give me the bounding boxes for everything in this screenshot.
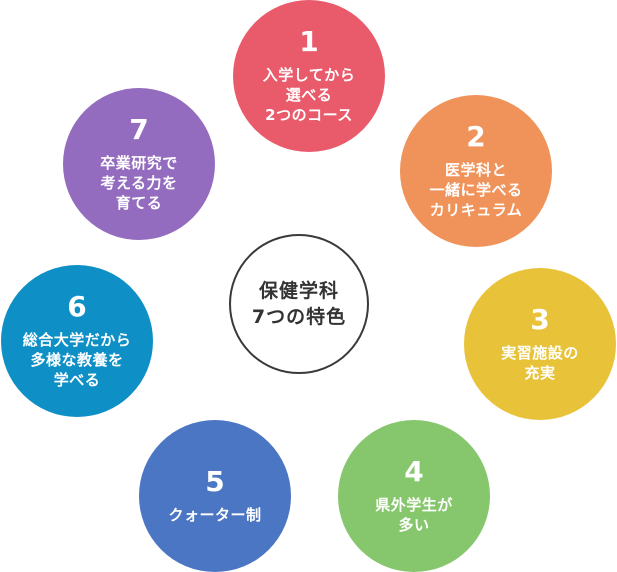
feature-circle-5: 5 クォーター制 xyxy=(139,420,291,572)
feature-text-line: 育てる xyxy=(115,194,163,212)
feature-number: 6 xyxy=(67,290,87,323)
feature-text-line: 一緒に学べる xyxy=(429,181,523,199)
feature-text-line: 医学科と xyxy=(444,161,507,179)
feature-text-line: 学べる xyxy=(53,371,101,389)
feature-text-line: 総合大学だから xyxy=(22,331,132,349)
feature-text-line: 卒業研究で xyxy=(100,154,178,172)
feature-number: 5 xyxy=(205,465,225,498)
feature-text-line: 2つのコース xyxy=(265,106,353,124)
feature-circle-7: 7 卒業研究で 考える力を 育てる xyxy=(63,88,215,240)
center-title-line-2: 7つの特色 xyxy=(251,306,347,328)
feature-text-line: 選べる xyxy=(285,86,333,104)
feature-number: 7 xyxy=(129,113,149,146)
feature-circle-3: 3 実習施設の 充実 xyxy=(464,268,616,420)
feature-circle-4: 4 県外学生が 多い xyxy=(338,420,490,572)
feature-text-line: 入学してから xyxy=(262,66,356,84)
feature-text-line: クォーター制 xyxy=(168,506,262,524)
feature-circle-2: 2 医学科と 一緒に学べる カリキュラム xyxy=(400,95,552,247)
feature-number: 2 xyxy=(466,120,486,153)
feature-circle-6: 6 総合大学だから 多様な教養を 学べる xyxy=(1,265,153,417)
feature-text-line: カリキュラム xyxy=(429,201,523,219)
center-circle: 保健学科 7つの特色 xyxy=(229,234,369,374)
feature-text-line: 考える力を xyxy=(100,174,178,192)
feature-text-line: 実習施設の xyxy=(501,344,579,362)
feature-text-line: 充実 xyxy=(524,364,556,382)
feature-text-line: 県外学生が xyxy=(375,496,453,514)
center-title-line-1: 保健学科 xyxy=(258,280,339,302)
feature-circle-1: 1 入学してから 選べる 2つのコース xyxy=(233,0,385,152)
feature-number: 1 xyxy=(299,25,319,58)
feature-number: 4 xyxy=(404,455,424,488)
feature-text-line: 多い xyxy=(398,516,430,534)
feature-text-line: 多様な教養を xyxy=(30,351,124,369)
feature-number: 3 xyxy=(530,303,550,336)
